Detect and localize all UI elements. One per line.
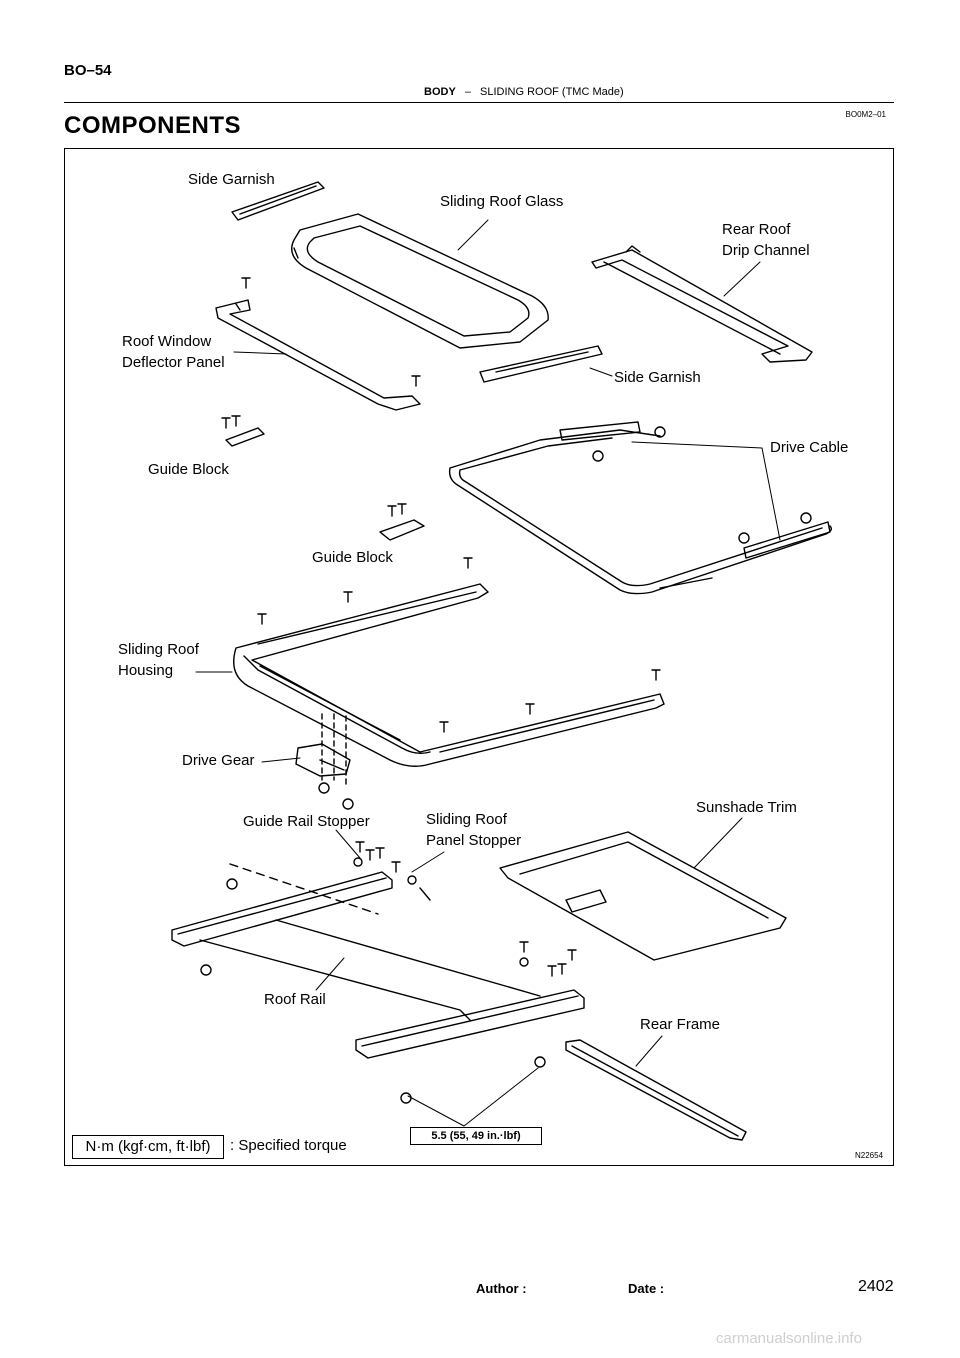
- torque-unit-legend-text: : Specified torque: [230, 1137, 347, 1154]
- label-sliding-roof-housing-2: Housing: [118, 662, 174, 679]
- author-label: Author :: [476, 1281, 527, 1296]
- date-label: Date :: [628, 1281, 665, 1296]
- sunshade-trim-part: [499, 831, 787, 961]
- label-guide-block-1: Guide Block: [148, 461, 229, 478]
- deflector-panel-part: [215, 299, 421, 411]
- label-rear-frame: Rear Frame: [640, 1016, 721, 1033]
- label-drive-cable: Drive Cable: [770, 439, 849, 456]
- guide-block-1-part: [225, 427, 265, 447]
- label-panel-stopper-1: Sliding Roof: [426, 811, 507, 828]
- roof-rail-part: [171, 863, 585, 1059]
- label-roof-window-deflector-2: Deflector Panel: [122, 354, 225, 371]
- doc-code: BO0M2–01: [845, 110, 886, 119]
- label-side-garnish-top: Side Garnish: [188, 171, 275, 188]
- header-subtitle: SLIDING ROOF (TMC Made): [480, 86, 624, 98]
- figure-code: N22654: [855, 1151, 884, 1160]
- label-drive-gear: Drive Gear: [182, 752, 255, 769]
- side-garnish-right-part: [479, 345, 603, 383]
- watermark: carmanualsonline.info: [716, 1330, 862, 1347]
- label-rear-roof-drip-channel-2: Drip Channel: [722, 242, 810, 259]
- label-side-garnish-right: Side Garnish: [614, 369, 701, 386]
- label-rear-roof-drip-channel-1: Rear Roof: [722, 221, 791, 238]
- sliding-roof-housing-part: [233, 583, 665, 767]
- label-sliding-roof-glass: Sliding Roof Glass: [440, 193, 564, 210]
- leader-lines: [195, 219, 781, 1127]
- label-sunshade-trim: Sunshade Trim: [696, 799, 797, 816]
- page-title: COMPONENTS: [64, 112, 242, 139]
- label-guide-rail-stopper: Guide Rail Stopper: [243, 813, 370, 830]
- rear-frame-part: [565, 1039, 747, 1141]
- label-panel-stopper-2: Panel Stopper: [426, 832, 522, 849]
- label-guide-block-2: Guide Block: [312, 549, 393, 566]
- section-code: BO–54: [64, 62, 112, 79]
- bolts: [221, 277, 661, 977]
- label-roof-rail: Roof Rail: [264, 991, 326, 1008]
- chapter-name: BODY: [424, 86, 456, 98]
- drive-cable-part: [448, 421, 833, 595]
- clip-nuts: [200, 426, 812, 1104]
- header-rule: [64, 102, 894, 103]
- torque-unit-legend-box: N·m (kgf·cm, ft·lbf): [72, 1135, 224, 1159]
- sliding-roof-glass-part: [291, 213, 549, 349]
- page-number: 2402: [858, 1278, 894, 1295]
- label-roof-window-deflector-1: Roof Window: [122, 333, 212, 350]
- torque-value-box: 5.5 (55, 49 in.·lbf): [410, 1127, 542, 1145]
- page-header: BODY – SLIDING ROOF (TMC Made): [424, 86, 624, 98]
- label-sliding-roof-housing-1: Sliding Roof: [118, 641, 199, 658]
- header-separator: –: [464, 86, 471, 98]
- side-garnish-top-part: [231, 181, 325, 221]
- guide-block-2-part: [379, 519, 425, 541]
- drive-gear-part: [295, 713, 351, 785]
- rear-roof-drip-channel-part: [591, 245, 813, 363]
- figure-frame: [64, 148, 894, 1166]
